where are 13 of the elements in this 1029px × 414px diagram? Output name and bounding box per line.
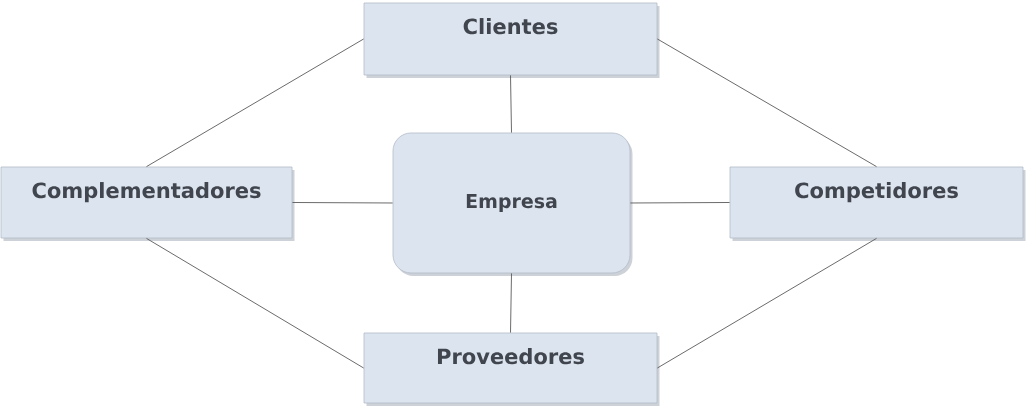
connector-line — [656, 237, 877, 369]
connector-line — [291, 202, 394, 204]
label-box: Proveedores — [363, 332, 660, 406]
connector-line — [629, 202, 731, 204]
connector-line — [656, 38, 877, 168]
rounded-box: Empresa — [392, 132, 633, 276]
connector-line — [146, 38, 365, 168]
label-box: Competidores — [729, 166, 1026, 241]
label-box: Clientes — [363, 2, 660, 78]
connector-line — [146, 237, 365, 369]
label-box: Complementadores — [0, 166, 295, 241]
connector-line — [510, 74, 512, 134]
connector-line — [510, 272, 512, 334]
